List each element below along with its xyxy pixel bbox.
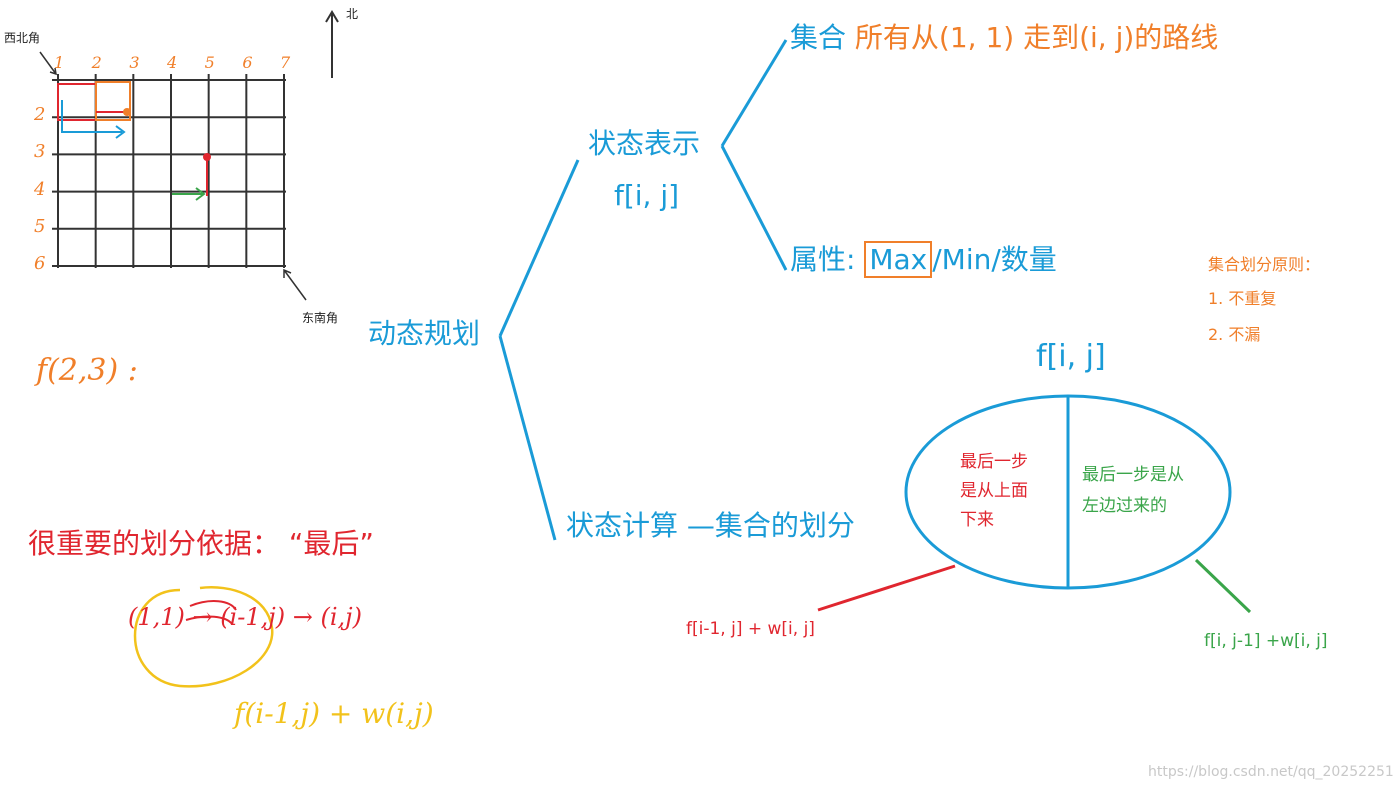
root-node-dynamic-programming: 动态规划: [368, 317, 481, 350]
partition-left-line-3: 下来: [960, 509, 994, 530]
grid-row-number: 6: [34, 253, 46, 274]
partition-left-line-1: 最后一步: [960, 452, 1028, 472]
partition-right-text: 最后一步是从 左边过来的: [1082, 460, 1184, 521]
connector-to-set: [720, 39, 788, 147]
grid-row-number: 3: [34, 141, 46, 163]
partition-right-line-2: 左边过来的: [1082, 495, 1167, 516]
set-label: 集合: [790, 21, 847, 54]
node-state-representation: 状态表示: [588, 127, 701, 160]
principle-item-1: 1. 不重复: [1208, 289, 1277, 308]
grid-column-number: 4: [167, 53, 178, 72]
connector-root-to-state-calc: [498, 335, 557, 541]
handwritten-formula: f(i-1,j) + w(i,j): [234, 697, 434, 730]
red-cell-box: [57, 83, 97, 121]
principles-title: 集合划分原则：: [1208, 255, 1321, 274]
node-set: 集合 所有从(1, 1) 走到(i, j)的路线: [790, 21, 1219, 54]
southeast-pointer: [283, 268, 307, 301]
handwritten-path-expression: (1,1) → (i-1,j) → (i,j): [128, 603, 362, 631]
set-description: 所有从(1, 1) 走到(i, j)的路线: [854, 21, 1219, 54]
yellow-circle: [133, 586, 274, 688]
attribute-label: 属性:: [790, 243, 856, 276]
grid-row-number: 4: [34, 178, 46, 200]
mindmap-connectors: [498, 39, 788, 541]
arrow-squiggle: [185, 600, 237, 625]
grid-column-number: 1: [54, 53, 65, 72]
connector-to-attr: [720, 145, 788, 271]
target-dot: [123, 108, 131, 116]
northwest-pointer: [39, 51, 57, 76]
partition-ellipse-group: [817, 394, 1252, 614]
principle-item-2: 2. 不漏: [1208, 325, 1261, 344]
green-right-arrow: [172, 187, 206, 201]
left-formula: f[i-1, j] + w[i, j]: [686, 619, 815, 639]
handwriting-marks: [133, 586, 274, 688]
grid-column-number: 5: [204, 53, 215, 72]
north-label: 北: [346, 7, 359, 21]
right-formula-line: [1194, 558, 1252, 614]
partition-right-line-1: 最后一步是从: [1082, 465, 1184, 485]
blue-path-arrow: [61, 100, 122, 133]
connector-root-to-state-repr: [498, 159, 580, 337]
grid-column-number: 7: [280, 53, 291, 72]
partition-left-line-2: 是从上面: [960, 480, 1028, 501]
node-attribute: 属性: Max/Min/数量: [790, 241, 1057, 278]
partition-left-text: 最后一步 是从上面 下来: [960, 448, 1028, 535]
state-function-label: f[i, j]: [614, 179, 680, 212]
northwest-corner-label: 西北角: [4, 31, 41, 45]
watermark: https://blog.csdn.net/qq_20252251: [1148, 764, 1394, 780]
grid-column-number: 2: [91, 53, 102, 72]
grid-column-number: 6: [242, 53, 253, 72]
orange-cell-box: [95, 81, 131, 121]
southeast-corner-label: 东南角: [302, 311, 339, 325]
grid-row-number: 2: [34, 104, 46, 126]
grid-map: [52, 74, 286, 268]
handwritten-f-example: f(2,3) :: [36, 353, 138, 388]
attribute-max: Max: [864, 241, 933, 278]
left-formula-line: [817, 564, 956, 612]
attribute-rest: /Min/数量: [932, 243, 1057, 276]
node-state-calculation: 状态计算 —集合的划分: [566, 509, 855, 542]
important-basis-note: 很重要的划分依据： “最后”: [28, 527, 374, 560]
grid-row-number: 5: [34, 215, 46, 237]
north-arrow: [325, 10, 339, 78]
grid-annotations: [39, 10, 339, 301]
right-formula: f[i, j-1] +w[i, j]: [1204, 631, 1328, 651]
partition-title: f[i, j]: [1036, 339, 1106, 374]
grid-column-number: 3: [129, 53, 140, 72]
